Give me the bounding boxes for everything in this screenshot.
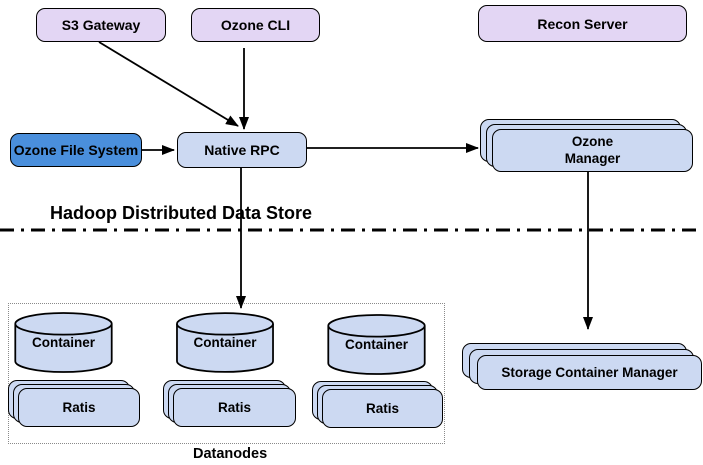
node-storage-container-manager-stack: Storage Container Manager bbox=[462, 343, 702, 390]
node-container-2: Container bbox=[176, 312, 274, 373]
stack-layer-front: Ratis bbox=[18, 388, 140, 427]
node-ozone-file-system: Ozone File System bbox=[10, 133, 142, 167]
stack-layer-front: Ratis bbox=[322, 389, 443, 428]
datanodes-label: Datanodes bbox=[193, 446, 268, 462]
node-ozone-manager-label: Ozone Manager bbox=[565, 134, 621, 168]
node-container-1-label: Container bbox=[31, 335, 95, 350]
node-recon-server-label: Recon Server bbox=[537, 15, 628, 32]
stack-layer-front: Ozone Manager bbox=[492, 129, 693, 172]
node-container-3-label: Container bbox=[344, 337, 408, 352]
node-ratis-stack-2: Ratis bbox=[163, 380, 296, 427]
node-ozone-file-system-label: Ozone File System bbox=[13, 142, 139, 158]
node-native-rpc-label: Native RPC bbox=[204, 142, 280, 158]
cylinder-shape bbox=[327, 314, 426, 375]
ozone-manager-line1: Ozone bbox=[571, 133, 614, 149]
node-ratis-stack-1: Ratis bbox=[8, 380, 140, 427]
stack-layer-front: Ratis bbox=[173, 388, 296, 427]
node-container-3: Container bbox=[327, 314, 426, 375]
stack-layer-front: Storage Container Manager bbox=[477, 355, 702, 390]
cylinder-shape bbox=[14, 312, 113, 373]
arrow-s3-gateway-to-native-rpc bbox=[98, 41, 239, 127]
node-container-2-label: Container bbox=[193, 335, 257, 350]
ozone-manager-line2: Manager bbox=[564, 150, 621, 166]
node-ozone-manager-stack: Ozone Manager bbox=[480, 119, 693, 172]
node-ratis-1-label: Ratis bbox=[62, 400, 96, 415]
node-s3-gateway-label: S3 Gateway bbox=[61, 17, 141, 33]
node-ozone-cli-label: Ozone CLI bbox=[220, 17, 291, 33]
node-s3-gateway: S3 Gateway bbox=[36, 8, 166, 42]
node-ozone-cli: Ozone CLI bbox=[191, 8, 320, 42]
node-storage-container-manager-label: Storage Container Manager bbox=[501, 365, 678, 380]
node-ratis-stack-3: Ratis bbox=[312, 381, 443, 428]
diagram-title: Hadoop Distributed Data Store bbox=[50, 203, 313, 223]
node-container-1: Container bbox=[14, 312, 113, 373]
datanodes-region bbox=[8, 303, 445, 444]
node-native-rpc: Native RPC bbox=[177, 132, 307, 168]
node-ratis-2-label: Ratis bbox=[217, 400, 251, 415]
node-recon-server: Recon Server bbox=[478, 5, 687, 42]
cylinder-shape bbox=[176, 312, 274, 373]
node-ratis-3-label: Ratis bbox=[365, 401, 399, 416]
